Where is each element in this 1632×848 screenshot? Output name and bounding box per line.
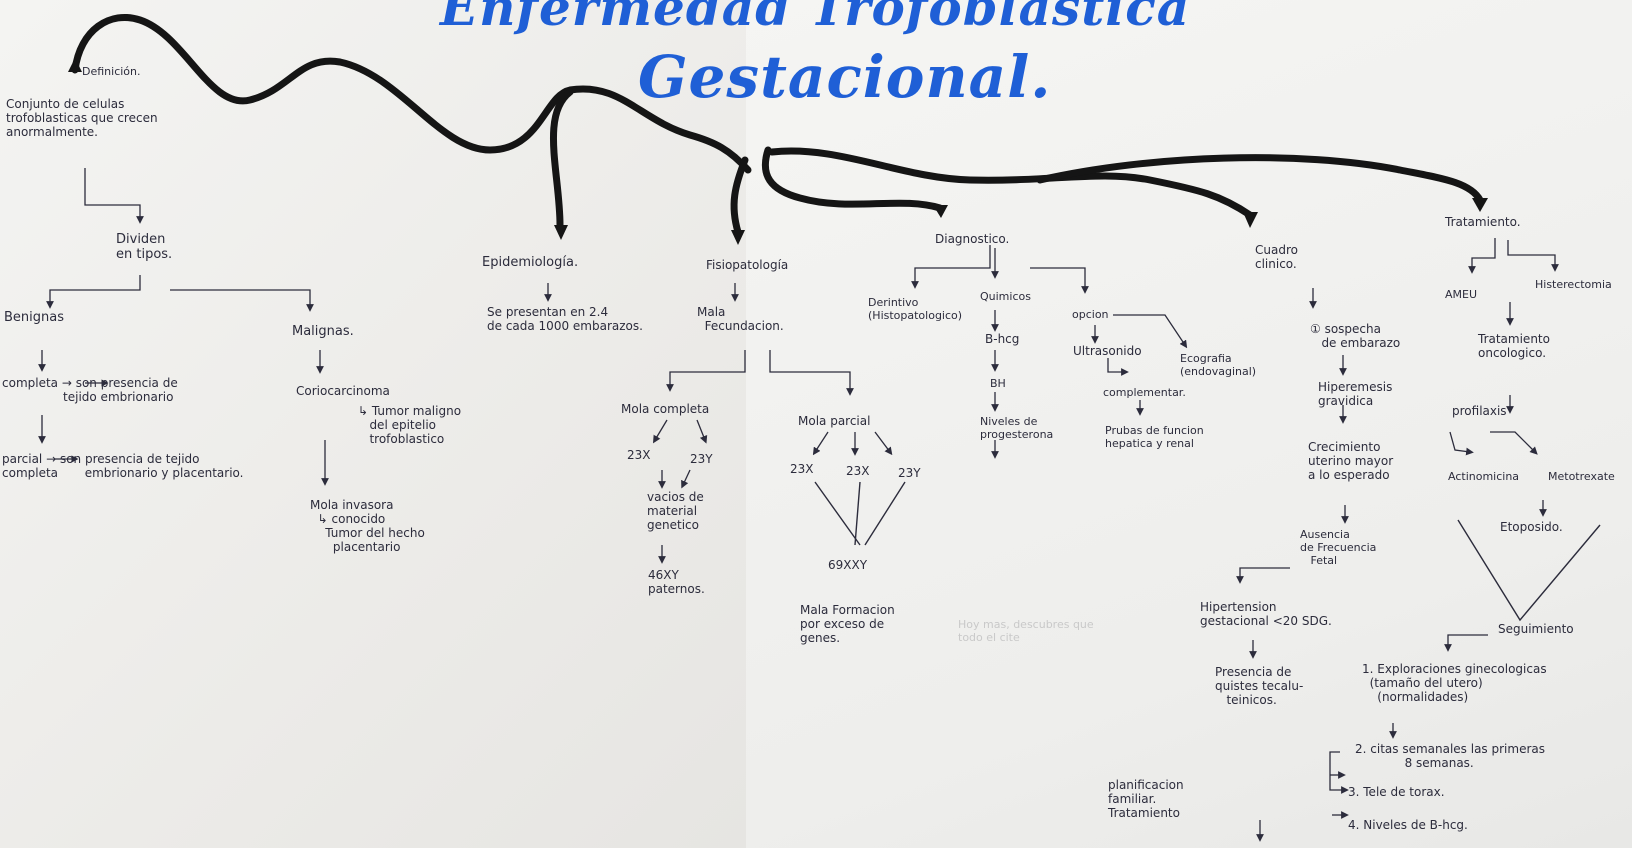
cuadro-quistes: Presencia de quistes tecalu- teinicos. xyxy=(1215,665,1304,707)
tratamiento-oncologico: Tratamiento oncologico. xyxy=(1478,332,1550,360)
mola-completa-23y: 23Y xyxy=(690,452,713,466)
tratamiento-actinomicina: Actinomicina xyxy=(1448,470,1520,483)
diagnostico-opcion: opcion xyxy=(1072,308,1109,321)
cariotipo-46xy: 46XY paternos. xyxy=(648,568,705,596)
diagnostico-pruebas: Prubas de funcion hepatica y renal xyxy=(1105,424,1204,450)
mola-parcial-label: Mola parcial xyxy=(798,414,871,428)
tratamiento-etoposido: Etoposido. xyxy=(1500,520,1563,534)
tratamiento-ameu: AMEU xyxy=(1445,288,1478,301)
main-wavy-connector xyxy=(71,13,1484,236)
seguimiento-item-4: 4. Niveles de B-hcg. xyxy=(1348,818,1468,832)
cuadro-hipertension: Hipertension gestacional <20 SDG. xyxy=(1200,600,1332,628)
mola-completa-23x: 23X xyxy=(627,448,651,462)
epidemiologia-text: Se presentan en 2.4 de cada 1000 embaraz… xyxy=(487,305,643,333)
cuadro-crecimiento: Crecimiento uterino mayor a lo esperado xyxy=(1308,440,1394,482)
diagnostico-ultrasonido: Ultrasonido xyxy=(1073,344,1142,358)
diagnostico-quimicos: Quimicos xyxy=(980,290,1031,303)
tratamiento-histerectomia: Histerectomia xyxy=(1535,278,1612,291)
fisiopatologia-label: Fisiopatología xyxy=(706,258,789,272)
cuadro-hiperemesis: Hiperemesis gravidica xyxy=(1318,380,1393,408)
mola-completa-label: Mola completa xyxy=(621,402,710,416)
paper-sheet-left xyxy=(0,0,746,848)
cuadro-label: Cuadro clinico. xyxy=(1255,243,1298,271)
coriocarcinoma: Coriocarcinoma xyxy=(296,384,390,398)
title-line-2: Gestacional. xyxy=(638,43,1052,111)
definicion-text: Conjunto de celulas trofoblasticas que c… xyxy=(6,97,158,139)
seguimiento-item-3: 3. Tele de torax. xyxy=(1348,785,1445,799)
vacios-material: vacios de material genetico xyxy=(647,490,704,532)
seguimiento-item-1: 1. Exploraciones ginecologicas (tamaño d… xyxy=(1362,662,1547,704)
mala-formacion: Mala Formacion por exceso de genes. xyxy=(800,603,895,645)
title-line-1: Enfermedad Trofoblástica xyxy=(440,0,1191,37)
benignas-parcial: parcial → son presencia de tejido comple… xyxy=(2,452,244,480)
cariotipo-69xxy: 69XXY xyxy=(828,558,868,572)
dividen-label: Dividen en tipos. xyxy=(116,232,173,262)
definicion-label: Definición. xyxy=(82,65,141,78)
diagnostico-ecografia: Ecografia (endovaginal) xyxy=(1180,352,1257,378)
tratamiento-metotrexate: Metotrexate xyxy=(1548,470,1615,483)
benignas-label: Benignas xyxy=(4,310,64,325)
mola-invasora: Mola invasora ↳ conocido Tumor del hecho… xyxy=(310,498,425,554)
paper-sheet-right xyxy=(746,0,1632,848)
epidemiologia-label: Epidemiología. xyxy=(482,255,579,270)
tratamiento-profilaxis: profilaxis xyxy=(1452,404,1507,418)
planificacion-familiar: planificacion familiar. Tratamiento xyxy=(1108,778,1184,820)
diagnostico-label: Diagnostico. xyxy=(935,232,1010,246)
small-inline-arrows xyxy=(55,379,109,463)
cuadro-sospecha: ① sospecha de embarazo xyxy=(1310,322,1401,350)
mala-fecundacion: Mala Fecundacion. xyxy=(697,305,784,333)
tratamiento-label: Tratamiento. xyxy=(1445,215,1521,229)
malignas-label: Malignas. xyxy=(292,324,354,339)
cuadro-ausencia: Ausencia de Frecuencia Fetal xyxy=(1300,528,1377,567)
thin-connectors xyxy=(38,168,1559,842)
benignas-completa: completa → son presencia de tejido embri… xyxy=(2,376,178,404)
seguimiento-item-2: 2. citas semanales las primeras 8 semana… xyxy=(1355,742,1545,770)
diagnostico-bh: BH xyxy=(990,377,1006,390)
diagnostico-niveles: Niveles de progesterona xyxy=(980,415,1054,441)
mola-parcial-23y: 23Y xyxy=(898,466,921,480)
mola-parcial-23x-b: 23X xyxy=(846,464,870,478)
tumor-maligno: ↳ Tumor maligno del epitelio trofoblasti… xyxy=(358,404,462,446)
mola-parcial-23x-a: 23X xyxy=(790,462,814,476)
show-through-text: Hoy mas, descubres que todo el cite xyxy=(958,618,1094,644)
diagnostico-complementar: complementar. xyxy=(1103,386,1186,399)
diagnostico-bhcg: B-hcg xyxy=(985,332,1020,346)
diagnostico-definitivo: Derintivo (Histopatologico) xyxy=(868,296,963,322)
mola-convergence-lines xyxy=(814,481,1601,622)
main-arrowheads xyxy=(68,58,1488,245)
tratamiento-seguimiento: Seguimiento xyxy=(1498,622,1574,636)
